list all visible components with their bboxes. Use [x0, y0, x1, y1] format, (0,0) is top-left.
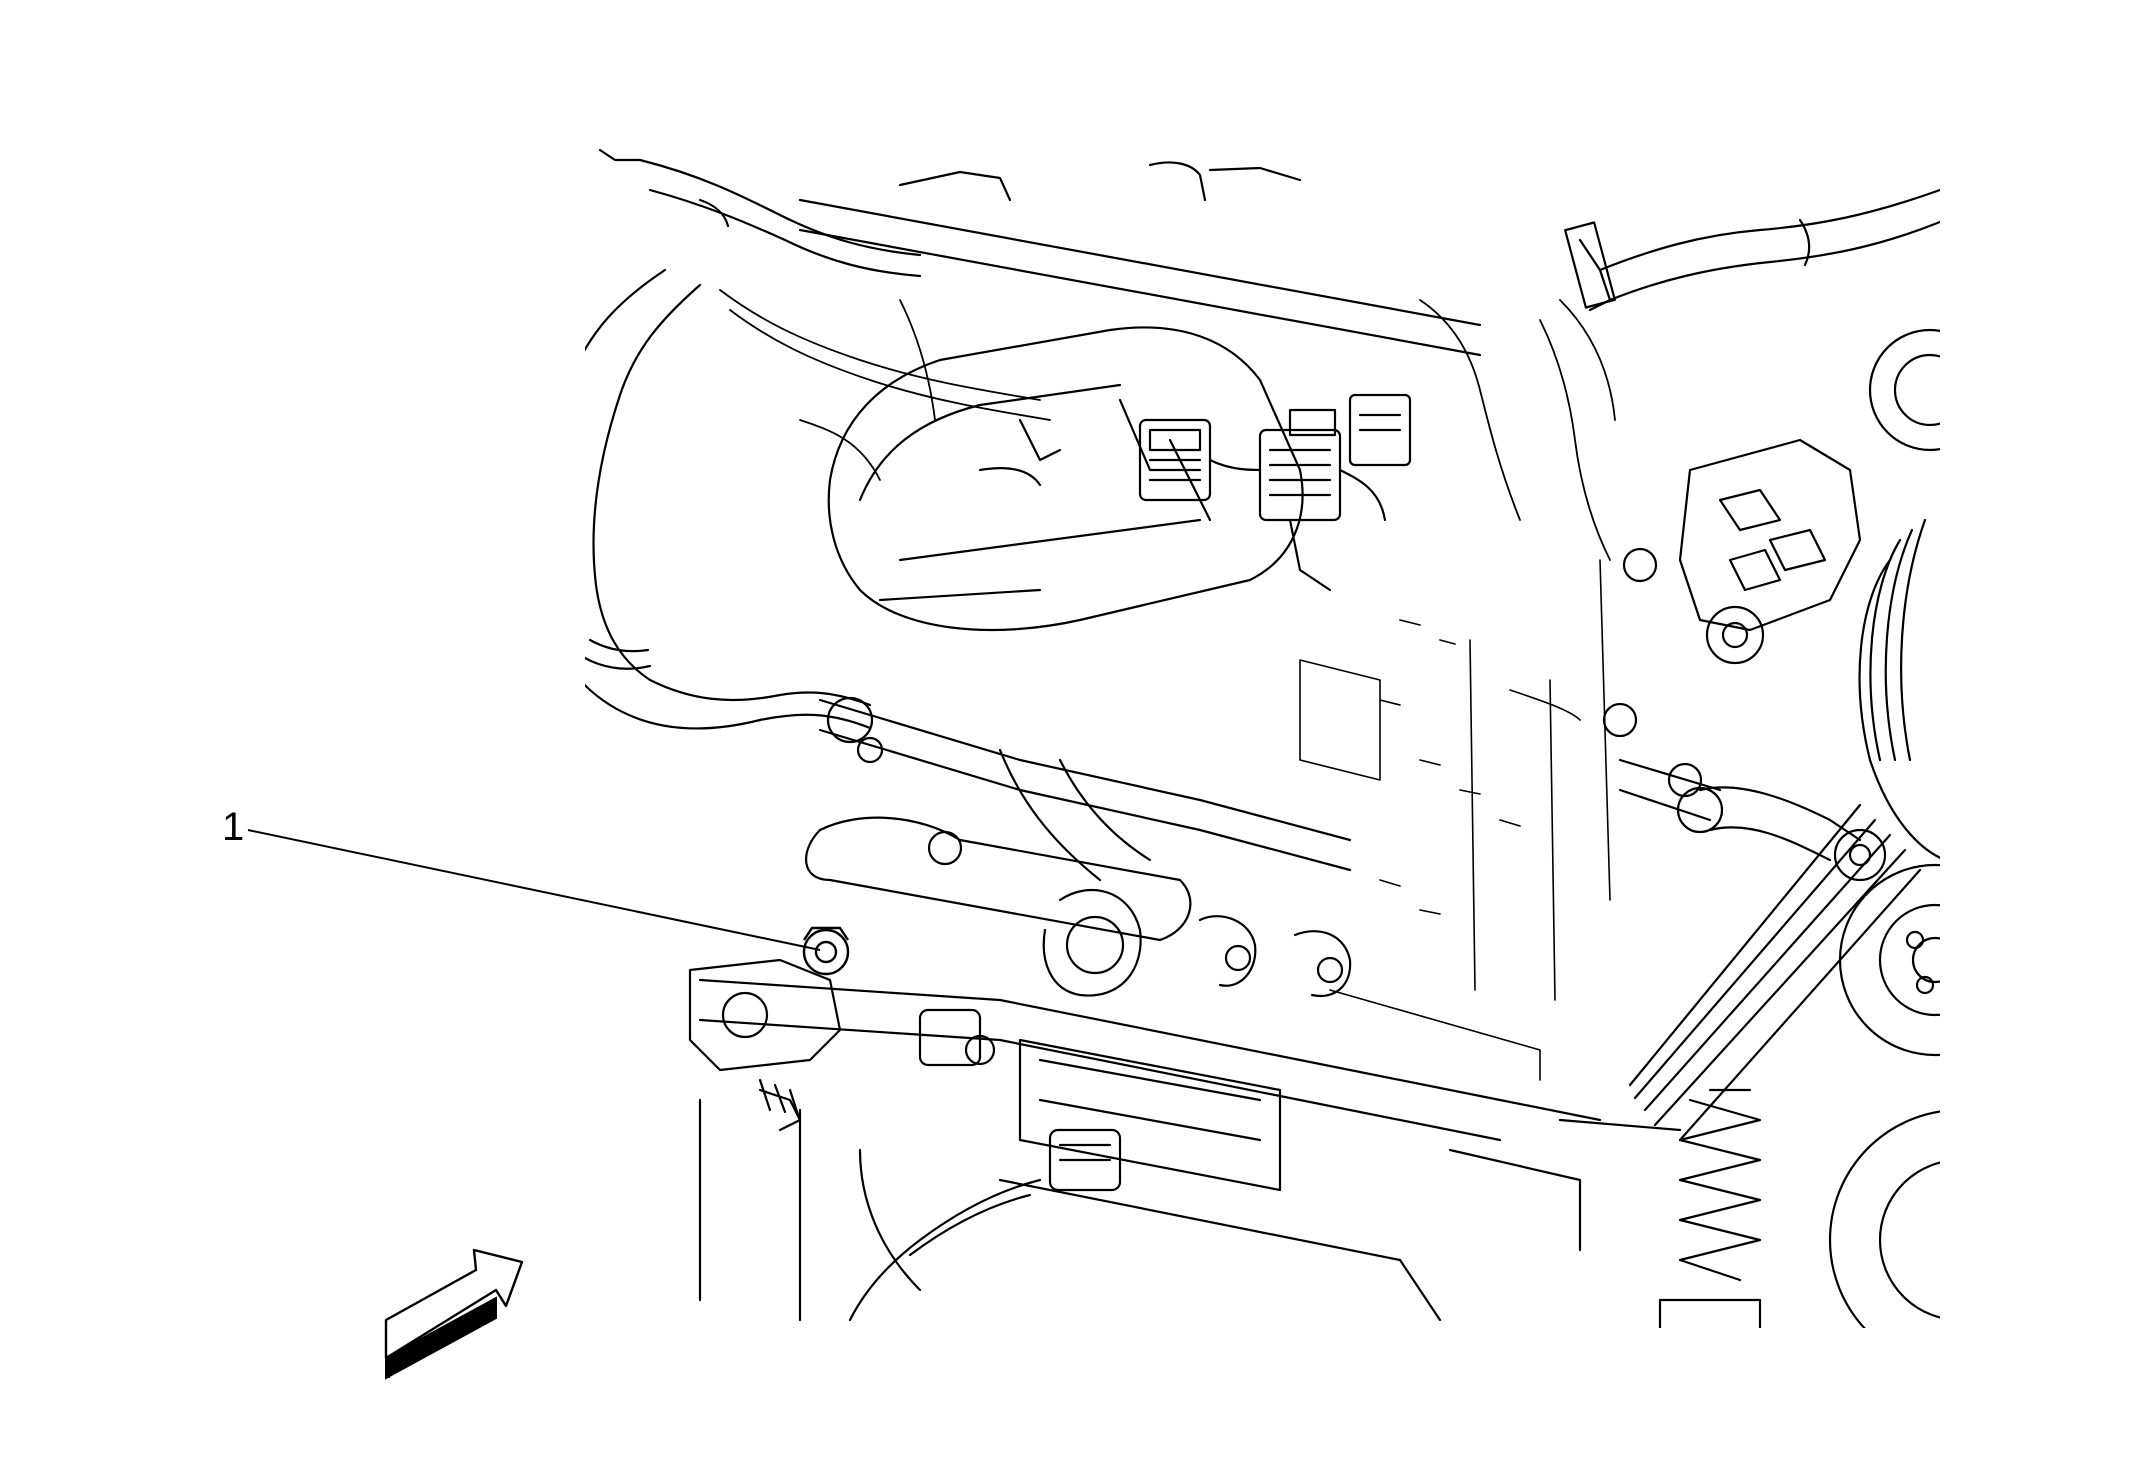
- view-direction-arrow-icon: [384, 1248, 524, 1380]
- callout-target-nut: [802, 926, 850, 976]
- fuel-line: [818, 696, 1352, 882]
- upper-right-hose: [1564, 188, 1940, 312]
- upper-coolant-hose: [585, 268, 872, 730]
- callout-leader-line: [247, 829, 821, 951]
- wiring-harness: [719, 289, 1616, 561]
- lower-sensors: [848, 1008, 1122, 1322]
- callout-number: 1: [222, 805, 244, 849]
- bracket: [1602, 438, 1862, 798]
- intake-manifold: [827, 326, 1304, 632]
- electrical-connectors: [1138, 393, 1412, 592]
- accessory-drive: [1628, 328, 1940, 1328]
- fuel-rail: [798, 161, 1482, 357]
- callout-1: 1: [222, 805, 850, 976]
- belt-tensioner: [1618, 758, 1887, 882]
- hose-clamps: [1042, 888, 1352, 998]
- surface-details: [1299, 559, 1611, 1081]
- upper-tube: [598, 148, 922, 278]
- compressor-body: [805, 816, 1192, 942]
- engine-mount: [688, 958, 842, 1132]
- tensioner-spring: [1658, 1088, 1762, 1328]
- engine-block: [698, 978, 1682, 1322]
